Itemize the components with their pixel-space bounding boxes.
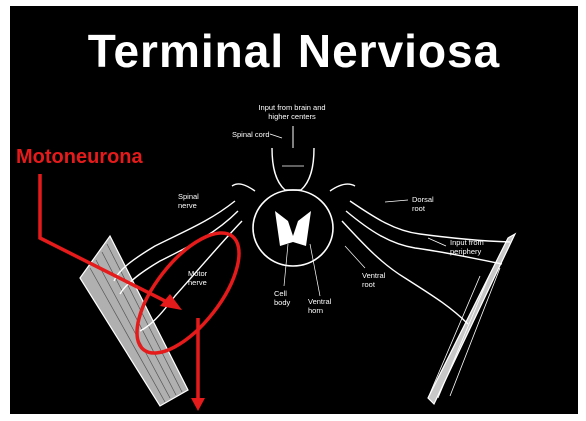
down-arrow-icon bbox=[191, 398, 205, 411]
label-input-periphery-line1: Input from bbox=[450, 238, 484, 247]
label-motor-nerve-line2: nerve bbox=[188, 278, 207, 287]
label-cell-body-line1: Cell bbox=[274, 289, 287, 298]
spinal-cord-section bbox=[253, 126, 333, 266]
label-dorsal-root-line1: Dorsal bbox=[412, 195, 434, 204]
label-input-periphery-line2: periphery bbox=[450, 247, 482, 256]
label-spinal-cord: Spinal cord bbox=[232, 130, 270, 139]
label-spinal-nerve-line1: Spinal bbox=[178, 192, 199, 201]
label-input-brain-line1: Input from brain and bbox=[258, 103, 325, 112]
label-input-brain-line2: higher centers bbox=[268, 112, 316, 121]
slide: Terminal Nerviosa bbox=[10, 6, 578, 414]
label-ventral-horn-line1: Ventral bbox=[308, 297, 332, 306]
label-spinal-nerve-line2: nerve bbox=[178, 201, 197, 210]
label-dorsal-root-line2: root bbox=[412, 204, 426, 213]
label-cell-body-line2: body bbox=[274, 298, 291, 307]
label-ventral-root-line2: root bbox=[362, 280, 376, 289]
label-motor-nerve-line1: Motor bbox=[188, 269, 208, 278]
right-muscle bbox=[428, 234, 515, 404]
label-ventral-root-line1: Ventral bbox=[362, 271, 386, 280]
spinal-cord-diagram: Input from brain and higher centers Spin… bbox=[10, 6, 578, 414]
label-ventral-horn-line2: horn bbox=[308, 306, 323, 315]
motoneurona-label: Motoneurona bbox=[16, 146, 143, 169]
